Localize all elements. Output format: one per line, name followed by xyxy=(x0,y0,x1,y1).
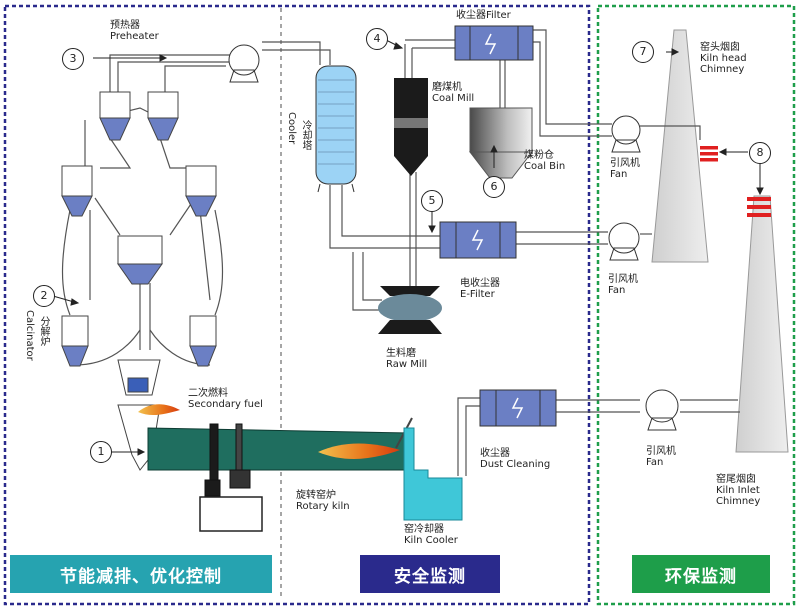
fan-efilter-label-cn: 引风机 xyxy=(608,274,638,285)
efilter-label: 电收尘器 E-Filter xyxy=(460,278,500,300)
calciner-label-cn: 分解炉 xyxy=(38,316,49,346)
kiln-cooler-label-cn: 窑冷却器 xyxy=(404,524,444,535)
kiln-head-chimney-label-cn: 窑头烟囱 xyxy=(700,42,740,53)
marker-8: 8 xyxy=(749,142,771,164)
cooling-tower-label-en: Cooler xyxy=(286,112,297,145)
coal-mill-label-en: Coal Mill xyxy=(432,93,475,104)
efilter-label-cn: 电收尘器 xyxy=(460,278,500,289)
preheater-label-en: Preheater xyxy=(110,31,159,42)
section-border-environment xyxy=(596,4,796,606)
filter-label-cn: 收尘器 xyxy=(456,10,486,21)
marker-1: 1 xyxy=(90,441,112,463)
filter-label-en: Filter xyxy=(486,10,511,21)
raw-mill-label-cn: 生料磨 xyxy=(386,348,416,359)
kiln-inlet-chimney-label-cn: 窑尾烟囱 xyxy=(716,474,756,485)
fan-dust xyxy=(645,389,679,431)
filter-label: 收尘器Filter xyxy=(456,10,511,21)
efilter-label-en: E-Filter xyxy=(460,289,495,300)
calciner-label-en: Calcinator xyxy=(24,310,35,361)
rotary-kiln-label-cn: 旋转窑炉 xyxy=(296,490,336,501)
marker-5: 5 xyxy=(421,190,443,212)
secondary-fuel-label-cn: 二次燃料 xyxy=(188,388,228,399)
marker-4: 4 xyxy=(366,28,388,50)
fan-efilter-label-en: Fan xyxy=(608,285,626,296)
secondary-fuel-flame xyxy=(138,404,180,416)
kiln-cooler-label-en: Kiln Cooler xyxy=(404,535,458,546)
kiln-cooler-label: 窑冷却器 Kiln Cooler xyxy=(404,524,458,546)
secondary-fuel-label: 二次燃料 Secondary fuel xyxy=(188,388,263,410)
section-badge-safety: 安全监测 xyxy=(360,555,500,593)
kiln-inlet-chimney xyxy=(735,195,789,453)
dust-cleaning-label: 收尘器 Dust Cleaning xyxy=(480,448,550,470)
filter-coal xyxy=(454,25,534,61)
marker-6: 6 xyxy=(483,176,505,198)
dust-cleaning-label-en: Dust Cleaning xyxy=(480,459,551,470)
kiln-inlet-chimney-label-en1: Kiln Inlet xyxy=(716,485,760,496)
fan-kiln-head xyxy=(611,115,641,153)
secondary-fuel-label-en: Secondary fuel xyxy=(188,399,263,410)
preheater-label-cn: 预热器 xyxy=(110,20,140,31)
section-badge-environment: 环保监测 xyxy=(632,555,770,593)
fan-dust-label-cn: 引风机 xyxy=(646,446,676,457)
kiln-inlet-chimney-label: 窑尾烟囱 Kiln Inlet Chimney xyxy=(716,474,760,507)
section-border-energy-safety xyxy=(3,4,591,606)
raw-mill-label: 生料磨 Raw Mill xyxy=(386,348,427,370)
fan-dust-label: 引风机 Fan xyxy=(646,446,676,468)
marker-3: 3 xyxy=(62,48,84,70)
filter-dust xyxy=(479,389,557,427)
cooling-tower xyxy=(315,65,357,193)
coal-mill-label: 磨煤机 Coal Mill xyxy=(432,82,474,104)
fan-kiln-head-label-cn: 引风机 xyxy=(610,158,640,169)
coal-bin-label-en: Coal Bin xyxy=(524,161,566,172)
kiln-head-chimney-label: 窑头烟囱 Kiln head Chimney xyxy=(700,42,747,75)
section-badge-energy: 节能减排、优化控制 xyxy=(10,555,272,593)
raw-mill xyxy=(378,286,442,334)
coal-bin-label: 煤粉仓 Coal Bin xyxy=(524,150,565,172)
coal-mill-label-cn: 磨煤机 xyxy=(432,82,462,93)
kiln-inlet-chimney-label-en2: Chimney xyxy=(716,496,761,507)
filter-electric xyxy=(439,221,517,259)
fan-kiln-head-label: 引风机 Fan xyxy=(610,158,640,180)
fan-efilter-label: 引风机 Fan xyxy=(608,274,638,296)
kiln-base xyxy=(199,496,263,532)
rotary-kiln-label: 旋转窑炉 Rotary kiln xyxy=(296,490,350,512)
fan-efilter xyxy=(608,222,640,261)
kiln-head-chimney-label-en1: Kiln head xyxy=(700,53,747,64)
dust-cleaning-label-cn: 收尘器 xyxy=(480,448,510,459)
kiln-head-chimney-label-en2: Chimney xyxy=(700,64,745,75)
kiln-main-flame xyxy=(318,443,400,459)
preheater-label: 预热器 Preheater xyxy=(110,20,159,42)
rotary-kiln-label-en: Rotary kiln xyxy=(296,501,350,512)
kiln-support xyxy=(204,423,251,497)
coal-bin xyxy=(468,58,534,179)
fan-dust-label-en: Fan xyxy=(646,457,664,468)
marker-2: 2 xyxy=(33,285,55,307)
coal-bin-label-cn: 煤粉仓 xyxy=(524,150,554,161)
kiln-cooler xyxy=(403,427,463,521)
fan-preheater xyxy=(228,44,260,83)
coal-mill xyxy=(394,78,428,176)
kiln-head-chimney xyxy=(651,29,718,263)
raw-mill-label-en: Raw Mill xyxy=(386,359,428,370)
marker-7: 7 xyxy=(632,41,654,63)
fan-kiln-head-label-en: Fan xyxy=(610,169,628,180)
cooling-tower-label-cn: 冷却塔 xyxy=(300,120,311,150)
preheater-tower xyxy=(61,91,217,396)
marker-arrows xyxy=(52,39,764,456)
